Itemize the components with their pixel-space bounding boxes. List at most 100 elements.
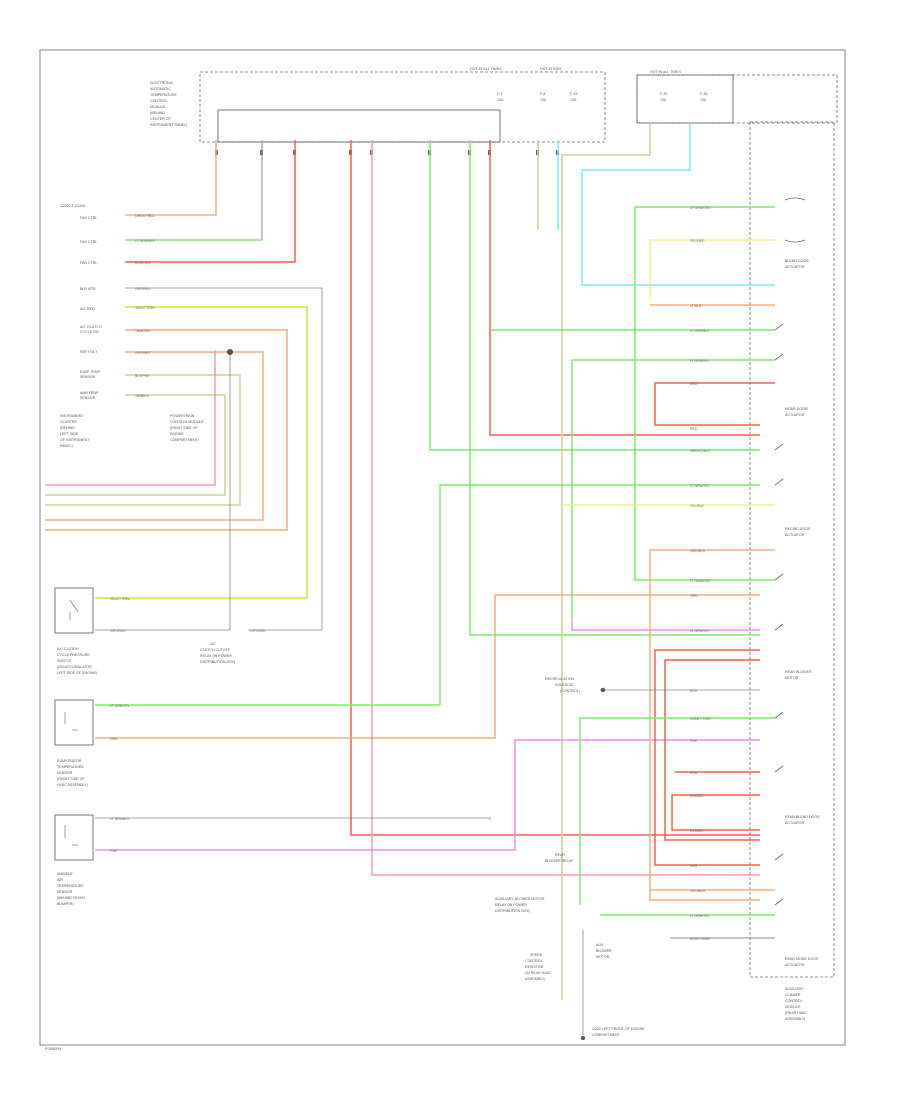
- svg-text:(BEHIND FRONT: (BEHIND FRONT: [57, 896, 86, 900]
- svg-text:F-8: F-8: [540, 92, 545, 96]
- svg-text:INSTRUMENT PANEL): INSTRUMENT PANEL): [150, 123, 187, 127]
- svg-text:BLR MTR: BLR MTR: [80, 287, 96, 291]
- svg-text:BLK/LT GRN: BLK/LT GRN: [690, 937, 710, 941]
- svg-text:LEFT SIDE: LEFT SIDE: [60, 432, 79, 436]
- svg-text:GRN/LT GRN: GRN/LT GRN: [690, 717, 711, 721]
- left-connector-labels: C2202 F C2204 FAN CTRL FAN CTRL FAN CTRL…: [60, 204, 102, 400]
- svg-text:AUTOMATIC: AUTOMATIC: [150, 87, 171, 91]
- svg-text:SENSOR: SENSOR: [57, 771, 73, 775]
- svg-text:RECIRC DOOR: RECIRC DOOR: [785, 527, 811, 531]
- svg-text:F-35: F-35: [660, 92, 667, 96]
- svg-text:RED/BLK: RED/BLK: [690, 794, 705, 798]
- instrument-cluster: ELECTRONIC AUTOMATIC TEMPERATURE CONTROL…: [150, 67, 606, 143]
- svg-text:(RIGHT SIDE OF: (RIGHT SIDE OF: [57, 777, 85, 781]
- svg-text:DISTRIBUTION BOX): DISTRIBUTION BOX): [495, 909, 530, 913]
- svg-text:AIR: AIR: [57, 878, 63, 882]
- svg-text:MODULE: MODULE: [150, 105, 166, 109]
- svg-text:ACTUATOR: ACTUATOR: [785, 533, 805, 537]
- left-pin-row: [45, 239, 323, 631]
- svg-text:(CONTROL): (CONTROL): [560, 689, 580, 693]
- svg-text:PANEL): PANEL): [60, 444, 73, 448]
- svg-text:RED/ORG: RED/ORG: [135, 261, 151, 265]
- svg-text:ACTUATOR: ACTUATOR: [785, 265, 805, 269]
- svg-text:ASSEMBLY): ASSEMBLY): [785, 1017, 805, 1021]
- svg-text:DISTRIBUTION BOX): DISTRIBUTION BOX): [200, 660, 235, 664]
- svg-text:TEMPERATURE: TEMPERATURE: [57, 884, 84, 888]
- svg-text:BLOWER RELAY: BLOWER RELAY: [545, 859, 574, 863]
- svg-text:LEFT SIDE OF ENGINE): LEFT SIDE OF ENGINE): [57, 671, 97, 675]
- svg-text:SPEED: SPEED: [530, 953, 543, 957]
- left-sensor-3: AMBIENT AIR TEMPERATURE SENSOR (BEHIND F…: [54, 739, 760, 906]
- svg-text:F-1: F-1: [497, 92, 502, 96]
- svg-text:ORG/BLK: ORG/BLK: [690, 549, 706, 553]
- svg-text:CLUSTER: CLUSTER: [60, 420, 77, 424]
- svg-text:ORG/BLK: ORG/BLK: [690, 889, 706, 893]
- svg-text:ELECTRONIC: ELECTRONIC: [150, 81, 174, 85]
- svg-text:BLEND DOOR: BLEND DOOR: [785, 259, 809, 263]
- svg-text:CYCLE SW: CYCLE SW: [80, 330, 99, 334]
- svg-text:BLK/PNK: BLK/PNK: [135, 374, 150, 378]
- svg-text:(ON ACCUMULATOR,: (ON ACCUMULATOR,: [57, 665, 93, 669]
- svg-text:ORG: ORG: [690, 594, 698, 598]
- svg-text:GRY/RED: GRY/RED: [110, 629, 126, 633]
- svg-text:LT GRN/BLK: LT GRN/BLK: [690, 329, 710, 333]
- svg-text:LT GRN/ORG: LT GRN/ORG: [690, 206, 711, 210]
- left-switch-1: A/C CLUTCH CYCLE PRESSURE SWITCH (ON ACC…: [54, 587, 235, 675]
- svg-text:CENTER OF: CENTER OF: [150, 117, 172, 121]
- svg-text:TEMPERATURE: TEMPERATURE: [150, 93, 177, 97]
- svg-text:HOT IN RUN: HOT IN RUN: [540, 67, 561, 71]
- svg-text:MOTOR: MOTOR: [596, 955, 610, 959]
- svg-text:10A: 10A: [570, 98, 577, 102]
- svg-text:TAN/ORG: TAN/ORG: [135, 329, 151, 333]
- svg-text:RED: RED: [690, 427, 698, 431]
- svg-text:TAN/BLK: TAN/BLK: [135, 394, 150, 398]
- svg-text:CLUTCH CUTOFF: CLUTCH CUTOFF: [200, 648, 231, 652]
- svg-text:INSTRUMENT: INSTRUMENT: [60, 414, 84, 418]
- svg-text:A/C CLUTCH: A/C CLUTCH: [80, 325, 102, 329]
- svg-text:POWERTRAIN: POWERTRAIN: [170, 414, 195, 418]
- svg-text:RELAY (IN POWER: RELAY (IN POWER: [200, 654, 232, 658]
- svg-text:PNK: PNK: [690, 739, 698, 743]
- svg-text:RED: RED: [690, 771, 698, 775]
- svg-text:RECIRCULATION: RECIRCULATION: [545, 677, 574, 681]
- right-wires: [490, 206, 775, 939]
- svg-text:EVAP TEMP: EVAP TEMP: [80, 370, 101, 374]
- svg-text:GRY/RED: GRY/RED: [135, 287, 151, 291]
- wire-color-labels: ORG/LT BLU LT GRN/WHT RED/ORG GRY/RED YE…: [110, 206, 711, 941]
- right-labels: BLEND DOOR ACTUATOR MODE DOOR ACTUATOR R…: [785, 259, 820, 1021]
- svg-text:ORG: ORG: [110, 737, 118, 741]
- svg-text:YEL/BLK: YEL/BLK: [690, 504, 704, 508]
- center-bottom: RECIRCULATION SOLENOID (CONTROL) REAR BL…: [495, 677, 645, 1040]
- svg-text:ACTUATOR: ACTUATOR: [785, 963, 805, 967]
- svg-text:LT GRN/VIO: LT GRN/VIO: [690, 629, 709, 633]
- svg-text:CONTROL: CONTROL: [785, 999, 803, 1003]
- svg-text:10A: 10A: [497, 98, 504, 102]
- svg-text:(BEHIND: (BEHIND: [60, 426, 75, 430]
- svg-text:OF INSTRUMENT: OF INSTRUMENT: [60, 438, 90, 442]
- svg-text:ENGINE: ENGINE: [170, 432, 184, 436]
- svg-text:AMB TEMP: AMB TEMP: [80, 391, 99, 395]
- svg-text:BLOWER: BLOWER: [596, 949, 612, 953]
- svg-text:LT GRN/YEL: LT GRN/YEL: [110, 704, 130, 708]
- svg-text:EVAPORATOR: EVAPORATOR: [57, 759, 82, 763]
- right-fuse-box: HOT IN ALL TIMES F-35 10A F-36 10A: [636, 70, 838, 124]
- svg-text:ASSEMBLY): ASSEMBLY): [525, 977, 545, 981]
- svg-text:SWITCH: SWITCH: [57, 659, 72, 663]
- svg-text:A/C REQ: A/C REQ: [80, 307, 95, 311]
- svg-text:REAR BLEND DOOR: REAR BLEND DOOR: [785, 815, 820, 819]
- svg-text:CONTROL MODULE: CONTROL MODULE: [170, 420, 204, 424]
- svg-text:RED: RED: [690, 689, 698, 693]
- svg-text:SENSOR: SENSOR: [57, 890, 73, 894]
- svg-text:C2202 F C2204: C2202 F C2204: [60, 204, 85, 208]
- svg-text:LT GRN/YEL: LT GRN/YEL: [690, 914, 710, 918]
- svg-text:LT GRN/VIO: LT GRN/VIO: [690, 359, 709, 363]
- svg-text:MODULE: MODULE: [785, 1005, 801, 1009]
- svg-text:FAN CTRL: FAN CTRL: [80, 240, 97, 244]
- svg-text:REF VOLT: REF VOLT: [80, 350, 98, 354]
- svg-text:REAR MODE DOOR: REAR MODE DOOR: [785, 957, 819, 961]
- svg-text:HVAC ASSEMBLY): HVAC ASSEMBLY): [57, 783, 88, 787]
- svg-text:AMBIENT: AMBIENT: [57, 872, 74, 876]
- diagram-frame: [39, 49, 846, 1046]
- svg-text:FAN CTRL: FAN CTRL: [80, 261, 97, 265]
